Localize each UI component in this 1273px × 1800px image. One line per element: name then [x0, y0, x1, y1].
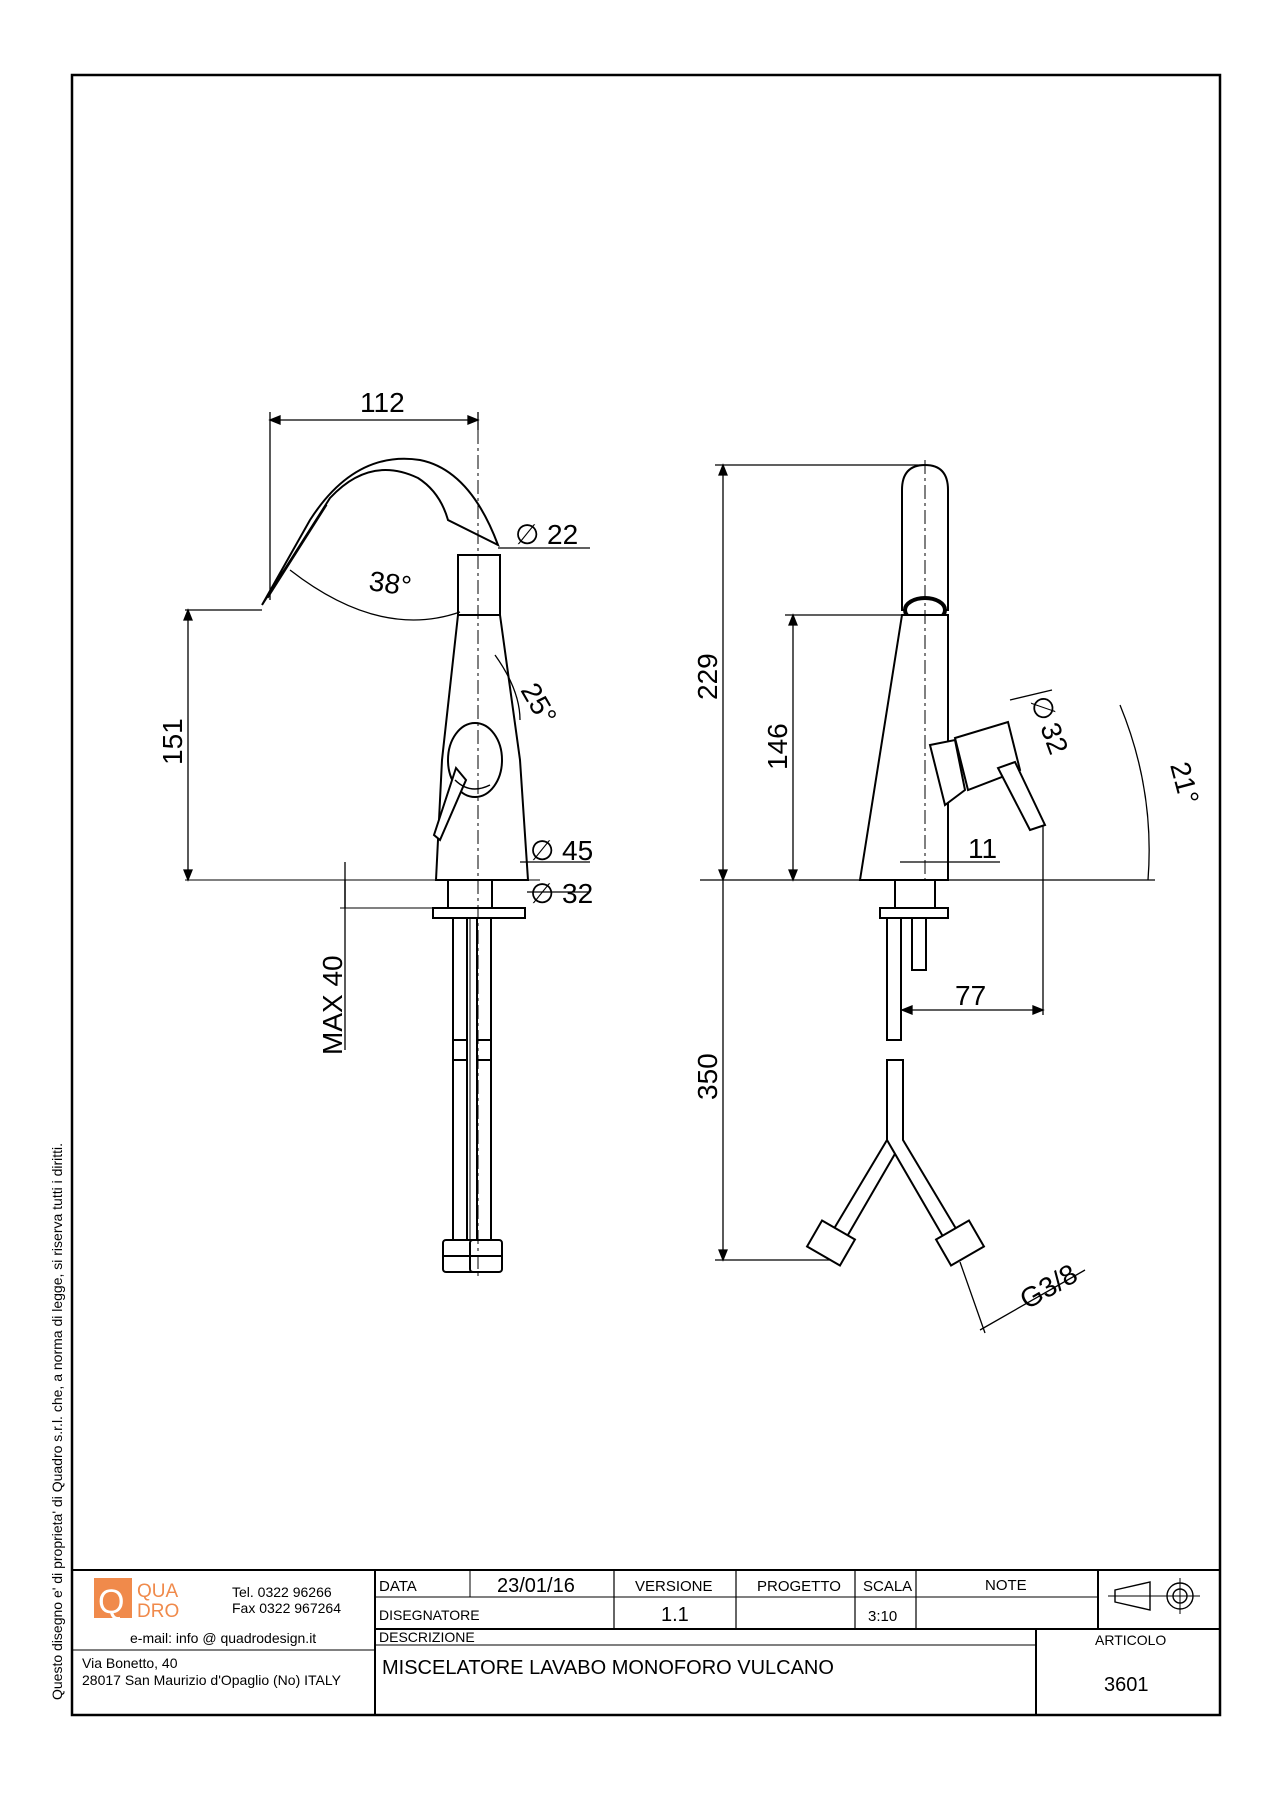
quadro-logo-bottom: DRO: [137, 1601, 179, 1622]
data-value: 23/01/16: [497, 1575, 575, 1597]
front-dimensions: [183, 412, 590, 1050]
side-hose-right: [886, 1059, 960, 1242]
dim-max-deck: MAX 40: [317, 955, 348, 1055]
dim-handle-diameter: 32: [1034, 718, 1074, 758]
versione-value: 1.1: [661, 1604, 689, 1626]
scala-label: SCALA: [863, 1578, 912, 1595]
side-nut-left: [805, 1219, 857, 1267]
dim-handle-height: 146: [762, 723, 793, 770]
front-lever: [432, 765, 468, 842]
disegnatore-label: DISEGNATORE: [379, 1607, 480, 1623]
dim-shank-diameter: 32: [562, 878, 593, 909]
front-view: [185, 430, 540, 1280]
title-block: [72, 1569, 1220, 1715]
side-view: [805, 460, 1047, 1267]
dim-spout-diameter: 22: [547, 519, 578, 550]
dim-handle-diameter-symbol: ∅: [1024, 691, 1061, 725]
front-hose-right: [476, 917, 492, 1241]
data-label: DATA: [379, 1578, 417, 1595]
scala-value: 3:10: [868, 1608, 897, 1625]
company-address-2: 28017 San Maurizio d'Opaglio (No) ITALY: [82, 1672, 342, 1688]
dim-offset: 11: [968, 833, 997, 864]
dim-base-diameter: 45: [562, 835, 593, 866]
front-hose-left: [452, 917, 468, 1241]
side-nut-right: [934, 1219, 986, 1267]
front-spout: [261, 457, 500, 606]
side-dimensions: [700, 463, 1155, 1334]
versione-label: VERSIONE: [635, 1578, 713, 1595]
descrizione-value: MISCELATORE LAVABO MONOFORO VULCANO: [382, 1657, 834, 1679]
dim-total-height: 229: [692, 653, 723, 700]
note-label: NOTE: [985, 1577, 1027, 1594]
dim-spout-angle: 38°: [367, 565, 413, 602]
projection-symbol-icon: [1108, 1578, 1200, 1614]
company-email[interactable]: e-mail: info @ quadrodesign.it: [130, 1630, 316, 1646]
copyright-note: Questo disegno e' di proprieta' di Quadr…: [49, 1143, 65, 1700]
side-lever: [996, 760, 1047, 832]
company-tel: Tel. 0322 96266: [232, 1584, 332, 1600]
dim-base-diameter-symbol: ∅: [530, 835, 554, 866]
side-base-plate: [879, 907, 949, 919]
progetto-label: PROGETTO: [757, 1578, 841, 1595]
drawing-border: [70, 73, 1222, 1717]
articolo-value: 3601: [1104, 1674, 1149, 1696]
dim-handle-angle-side: 21°: [1164, 759, 1205, 808]
articolo-label: ARTICOLO: [1095, 1632, 1166, 1648]
front-neck: [457, 554, 501, 616]
front-base-plate: [432, 907, 526, 919]
dim-hose-length: 350: [692, 1053, 723, 1100]
dim-handle-angle: 25°: [515, 678, 563, 730]
quadro-logo-letter: Q: [98, 1583, 124, 1621]
dim-spout-diameter-symbol: ∅: [515, 519, 539, 550]
dim-handle-projection: 77: [955, 980, 986, 1011]
dim-reach: 112: [360, 387, 405, 418]
side-handle-hub: [928, 738, 967, 807]
dim-spout-height: 151: [157, 718, 188, 765]
company-address-1: Via Bonetto, 40: [82, 1655, 178, 1671]
company-fax: Fax 0322 967264: [232, 1600, 341, 1616]
dim-shank-diameter-symbol: ∅: [530, 878, 554, 909]
side-shank: [911, 917, 927, 971]
quadro-logo-top: QUA: [137, 1581, 179, 1602]
dim-connection: G3/8: [1015, 1258, 1083, 1315]
quadro-logo-box: [94, 1578, 132, 1618]
descrizione-label: DESCRIZIONE: [379, 1629, 475, 1645]
